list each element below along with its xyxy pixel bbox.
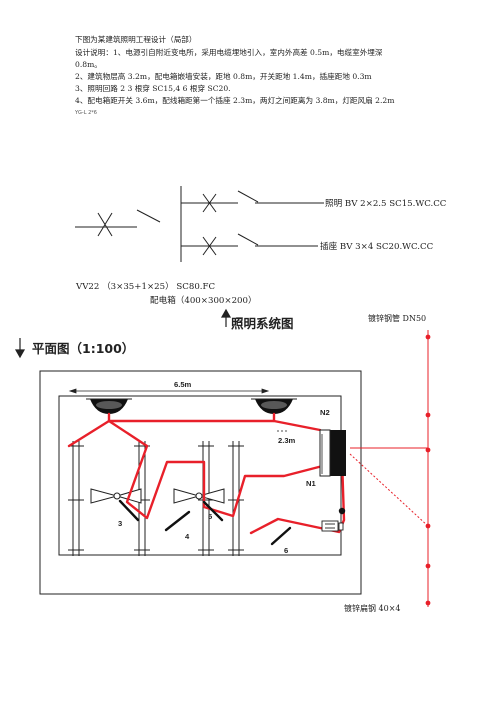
ceiling-fan-right (173, 488, 225, 504)
note-line-4: 3、照明回路 2 3 根穿 SC15,4 6 根穿 SC20. (75, 84, 231, 93)
note-line-1: 设计说明：1、电源引自附近变电所，采用电缆埋地引入，室内外高差 0.5m，电缆室… (75, 48, 383, 57)
switch-marks (118, 499, 292, 546)
junction-dot (338, 507, 346, 515)
socket-breaker-cross-b (202, 236, 217, 256)
dimension-socket-label: 2.3m (278, 436, 296, 445)
title-arrows (14, 308, 232, 359)
system-diagram (75, 186, 324, 262)
grounding-node-5 (425, 563, 431, 569)
dimension-width-label: 6.5m (174, 380, 192, 389)
flat-steel-label: 镀锌扁钢 40×4 (344, 604, 401, 613)
down-arrow-head-icon (14, 349, 26, 359)
plan-title: 平面图（1:100） (32, 341, 135, 356)
column-1 (68, 441, 84, 556)
switch-number-4: 4 (185, 532, 190, 541)
steel-pipe-label: 镀锌钢管 DN50 (368, 314, 427, 323)
switch-number-3: 3 (118, 519, 123, 528)
note-line-5: 4、配电箱距开关 3.6m，配线箱距第一个插座 2.3m，两灯之间距离为 3.8… (75, 96, 395, 105)
label-n2: N2 (320, 408, 330, 417)
ceiling-fan-left (90, 488, 142, 504)
panel-spec-label: 配电箱（400×300×200） (150, 296, 257, 306)
socket-outlet-icon (321, 520, 344, 532)
up-arrow-head-icon (220, 308, 232, 318)
socket-wiring (249, 457, 346, 535)
switch-4-icon (164, 510, 191, 532)
cable-spec-label: VV22 （3×35+1×25） SC80.FC (76, 282, 216, 292)
grounding-system (349, 330, 431, 607)
pendant-lamp-left (86, 398, 132, 414)
grounding-node-2 (425, 412, 431, 418)
column-4 (228, 441, 244, 556)
socket-switch-blade (237, 233, 259, 246)
note-line-3: 2、建筑物层高 3.2m，配电箱嵌墙安装，距地 0.8m，开关距地 1.4m，插… (75, 72, 372, 81)
note-line-2: 0.8m。 (75, 60, 102, 69)
main-breaker-cross-b (97, 212, 113, 237)
switch-6-icon (270, 526, 292, 546)
intro-text: 下图为某建筑照明工程设计（局部） (75, 35, 197, 44)
system-diagram-title: 照明系统图 (231, 316, 294, 331)
lighting-circuit-label: 照明 BV 2×2.5 SC15.WC.CC (325, 199, 447, 209)
lamp-to-lamp-wire (107, 412, 276, 423)
pendant-lamp-right (251, 398, 297, 414)
switch-5-icon (202, 500, 224, 522)
grounding-node-6 (425, 600, 431, 606)
switch-number-6: 6 (284, 546, 289, 555)
distribution-panel-n2 (319, 429, 346, 477)
lighting-switch-blade (237, 190, 259, 203)
grounding-node-1 (425, 334, 431, 340)
switch-number-5: 5 (208, 512, 213, 521)
wiring-runs (67, 412, 346, 535)
small-note: YG-L 2*6 (75, 110, 97, 116)
grounding-node-3 (425, 447, 431, 453)
switch-wiring-loop (67, 419, 340, 520)
grounding-link-dashed (349, 453, 429, 527)
switch-3-icon (118, 499, 140, 522)
panel-to-lamp-wire (272, 419, 322, 432)
dimension-line (68, 388, 270, 394)
main-switch-blade (136, 209, 161, 223)
plan-border (39, 370, 362, 595)
socket-circuit-label: 插座 BV 3×4 SC20.WC.CC (320, 242, 434, 252)
lighting-breaker-cross-b (202, 193, 217, 213)
label-n1: N1 (306, 479, 316, 488)
